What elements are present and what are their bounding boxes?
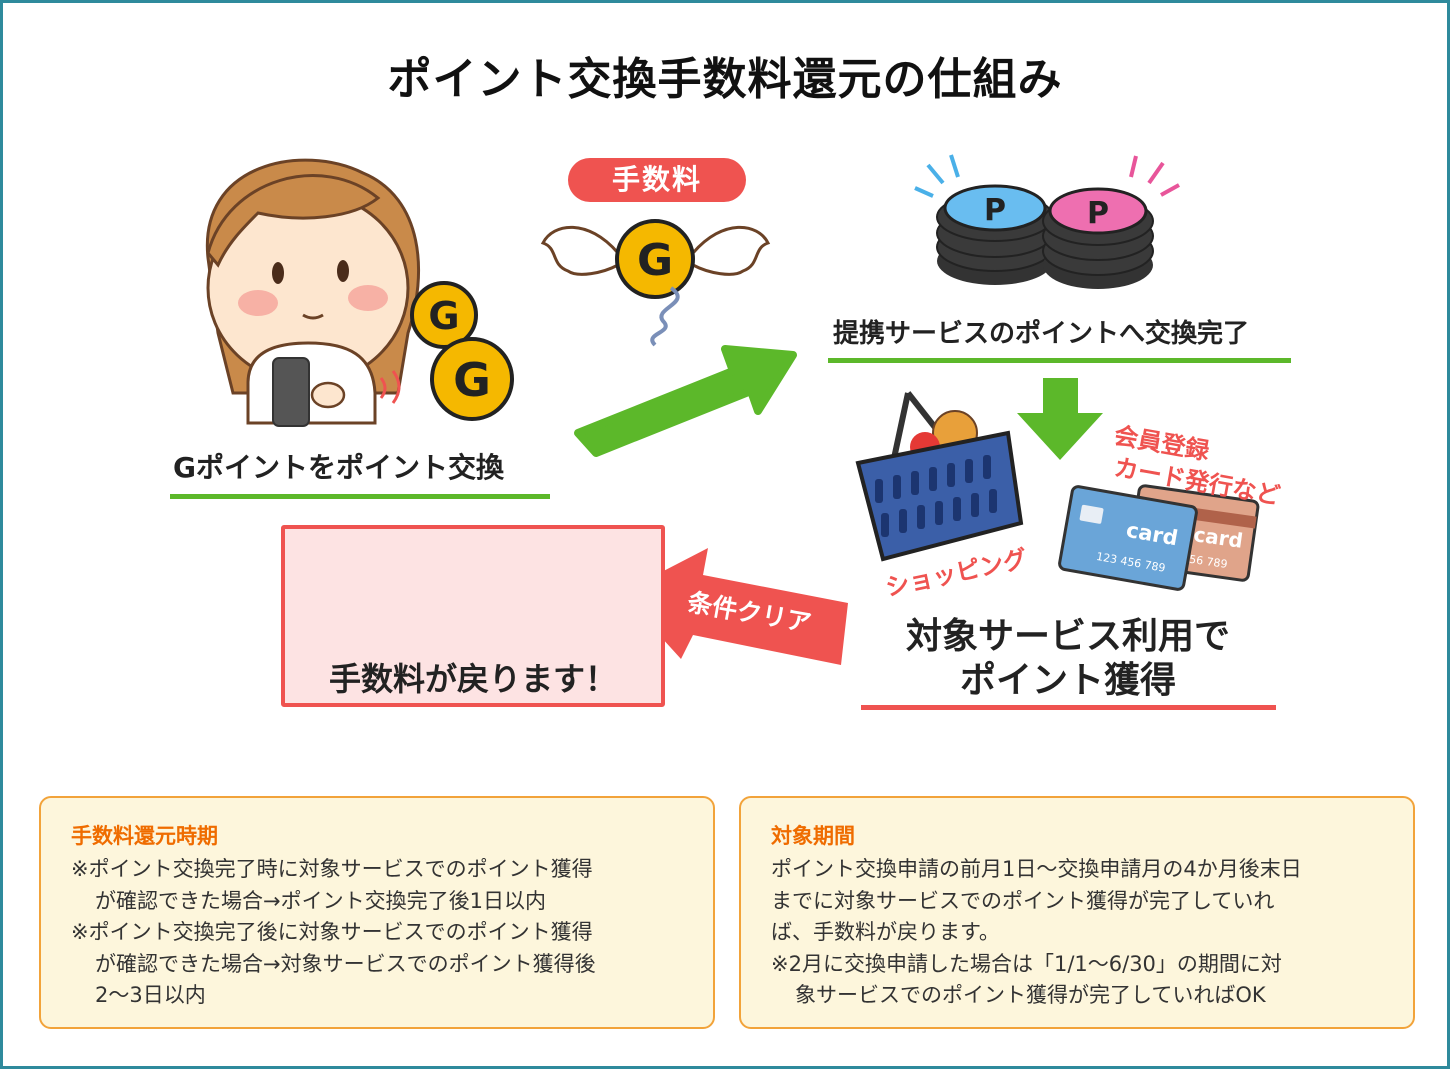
timing-line: が確認できた場合→ポイント交換完了後1日以内 — [95, 888, 546, 913]
step-complete-label: 提携サービスのポイントへ交換完了 — [833, 319, 1250, 349]
period-heading: 対象期間 — [771, 824, 855, 848]
point-letter: P — [984, 193, 1006, 228]
point-stack-pink-icon: P — [1042, 155, 1180, 289]
arrow-right-up-icon — [574, 345, 797, 457]
arrow-left-icon: 条件クリア — [621, 548, 848, 665]
step-exchange-underline — [170, 494, 550, 499]
coin-letter: G — [453, 353, 491, 407]
timing-line: ※ポイント交換完了後に対象サービスでのポイント獲得 — [71, 920, 593, 944]
arrow-down-icon — [1017, 378, 1103, 460]
step-use-label-line2: ポイント獲得 — [959, 660, 1176, 701]
point-stack-blue-icon: P — [914, 154, 1054, 285]
credit-card-icon: card 456 789 card 123 456 789 — [1058, 484, 1260, 591]
winged-coin-icon: G — [540, 219, 771, 347]
step-use-underline — [861, 705, 1276, 710]
period-info-box: 対象期間 ポイント交換申請の前月1日〜交換申請月の4か月後末日 までに対象サービ… — [739, 796, 1415, 1029]
timing-info-box: 手数料還元時期 ※ポイント交換完了時に対象サービスでのポイント獲得 が確認できた… — [39, 796, 715, 1029]
timing-line: が確認できた場合→対象サービスでのポイント獲得後 — [95, 951, 596, 976]
timing-line: 2〜3日以内 — [95, 983, 206, 1007]
period-line: ば、手数料が戻ります。 — [771, 920, 1000, 944]
period-line: ※2月に交換申請した場合は「1/1〜6/30」の期間に対 — [771, 951, 1282, 976]
period-line: ポイント交換申請の前月1日〜交換申請月の4か月後末日 — [771, 857, 1302, 881]
step-complete-underline — [828, 358, 1291, 363]
card-number: 456 789 — [1181, 552, 1228, 571]
period-line: 象サービスでのポイント獲得が完了していればOK — [795, 983, 1266, 1007]
coin-g-icon: G — [410, 281, 478, 349]
step-exchange-label: Gポイントをポイント交換 — [173, 451, 504, 484]
period-line: までに対象サービスでのポイント獲得が完了していれ — [771, 888, 1275, 913]
timing-heading: 手数料還元時期 — [71, 824, 218, 848]
coin-letter: G — [637, 235, 673, 286]
point-letter: P — [1087, 196, 1109, 231]
refund-label: 手数料が戻ります！ — [328, 660, 617, 698]
fee-badge: 手数料 — [568, 158, 746, 202]
woman-phone-icon — [205, 158, 421, 427]
coin-letter: G — [428, 294, 459, 338]
shopping-basket-icon — [855, 391, 1024, 562]
timing-line: ※ポイント交換完了時に対象サービスでのポイント獲得 — [71, 857, 593, 881]
illustration-layer: G G G P — [205, 154, 1282, 665]
coin-g-icon: G — [430, 337, 514, 421]
step-use-label-line1: 対象サービス利用で — [905, 616, 1230, 657]
refund-box: 手数料が戻ります！ — [281, 525, 665, 707]
page-title: ポイント交換手数料還元の仕組み — [387, 54, 1063, 105]
